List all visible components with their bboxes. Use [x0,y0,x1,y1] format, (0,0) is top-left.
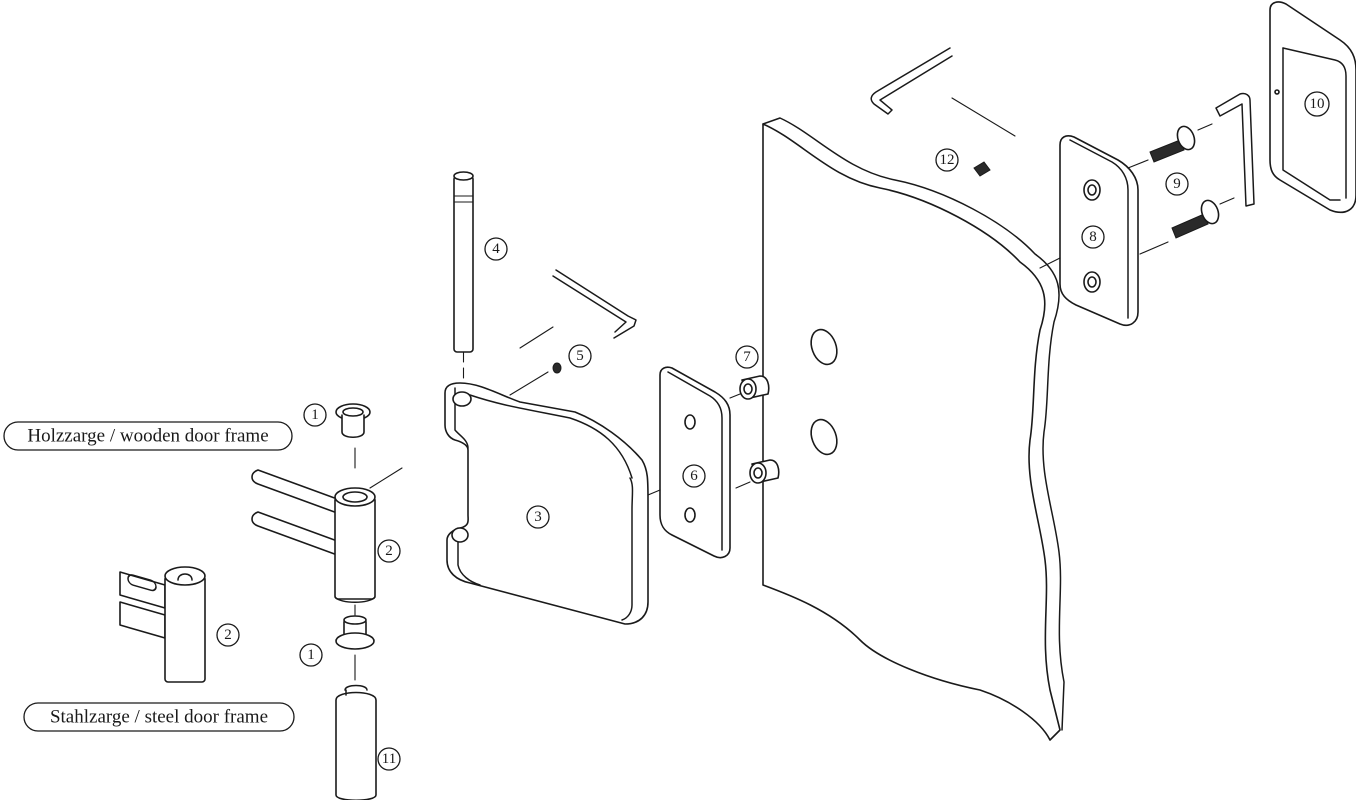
callout-2-wooden: 2 [377,539,401,563]
callout-11: 11 [377,747,401,771]
svg-text:3: 3 [534,509,542,525]
svg-text:4: 4 [492,241,500,257]
allen-key-large-right [1215,92,1255,207]
door-hole-bottom [810,418,838,456]
svg-text:11: 11 [382,751,396,767]
pin-hole-bottom [451,527,469,543]
callout-8: 8 [1081,225,1105,249]
svg-text:12: 12 [940,152,955,168]
door-leaf [762,117,1065,741]
frame-part-2-wooden [251,467,403,603]
svg-text:1: 1 [307,647,315,663]
callout-2-steel: 2 [216,623,240,647]
hinge-leaf-3 [444,382,649,625]
callout-10: 10 [1304,91,1330,117]
callout-1-bottom: 1 [299,643,323,667]
hinge-pin-4 [453,171,474,384]
svg-text:Holzzarge / wooden door frame: Holzzarge / wooden door frame [27,426,268,447]
svg-text:9: 9 [1173,176,1181,192]
bushing-1-bottom [335,604,375,681]
svg-text:6: 6 [690,468,698,484]
callout-3: 3 [526,505,550,529]
allen-key-small [552,269,637,339]
bushing-1-top [335,403,371,469]
svg-text:1: 1 [311,407,319,423]
frame-part-2-steel [119,566,206,683]
set-screw-12 [973,161,991,177]
allen-key-large-top [870,47,1016,137]
clamp-plate-6 [647,366,731,559]
label-wooden-frame: Holzzarge / wooden door frame [3,421,293,451]
callout-6: 6 [682,464,706,488]
screw-9-bottom [1139,197,1235,255]
callout-1-top: 1 [303,403,327,427]
spacer-7-bottom [735,459,780,489]
callout-12: 12 [935,148,959,172]
svg-text:7: 7 [743,349,751,365]
svg-text:10: 10 [1310,96,1325,112]
svg-text:Stahlzarge / steel door frame: Stahlzarge / steel door frame [50,707,268,728]
pin-hole-top [452,391,472,407]
callout-7: 7 [735,345,759,369]
callout-9: 9 [1165,172,1189,196]
svg-text:2: 2 [385,543,393,559]
set-screw-5 [509,326,562,396]
svg-text:8: 8 [1089,229,1097,245]
svg-text:5: 5 [576,348,584,364]
screw-9-top [1127,123,1213,169]
callout-5: 5 [568,344,592,368]
spacer-7-top [729,375,770,400]
door-hole-top [810,328,838,366]
svg-text:2: 2 [224,627,232,643]
label-steel-frame: Stahlzarge / steel door frame [23,702,295,732]
callout-4: 4 [484,237,508,261]
sleeve-11 [335,684,377,800]
